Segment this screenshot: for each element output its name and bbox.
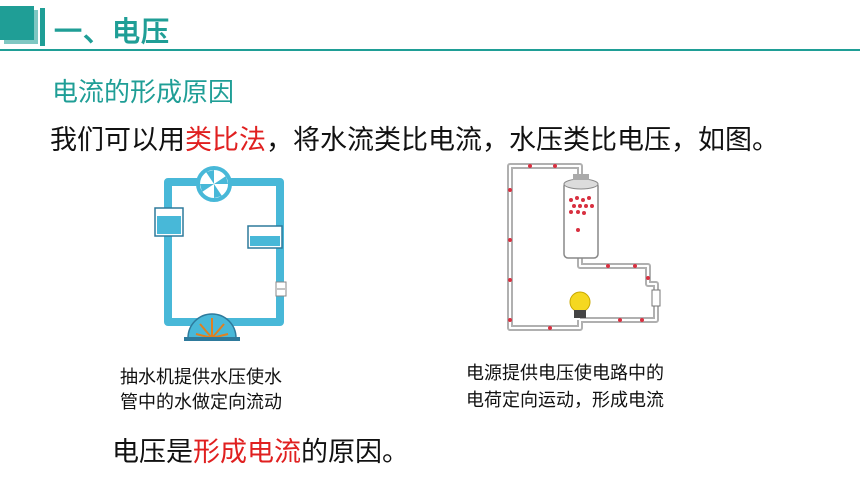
logo-square-front	[0, 6, 34, 40]
charges-on-wires	[508, 164, 650, 330]
intro-highlight: 类比法	[185, 125, 266, 156]
conclusion-text-1: 电压是	[112, 437, 193, 468]
intro-sentence: 我们可以用类比法，将水流类比电流，水压类比电压，如图。	[50, 118, 779, 157]
charges-in-source	[569, 196, 594, 232]
title-accent-bar	[40, 8, 45, 46]
header-divider	[0, 49, 860, 51]
water-circuit-diagram	[154, 166, 287, 341]
section-subtitle: 电流的形成原因	[52, 78, 235, 108]
conclusion-highlight: 形成电流	[193, 437, 301, 468]
page-title: 一、电压	[54, 15, 171, 48]
turbine-icon	[196, 166, 232, 202]
pump-icon	[184, 313, 240, 341]
conclusion-text-2: 的原因。	[301, 437, 409, 468]
switch-icon	[651, 289, 661, 307]
valve-icon	[275, 281, 287, 297]
conclusion-sentence: 电压是形成电流的原因。	[112, 430, 409, 469]
water-diagram-caption: 抽水机提供水压使水 管中的水做定向流动	[120, 367, 282, 413]
electric-circuit-diagram	[507, 163, 661, 331]
water-pipes	[164, 178, 284, 326]
intro-text-1: 我们可以用	[50, 125, 185, 156]
intro-text-2: ，将水流类比电流，水压类比电压，如图。	[266, 125, 779, 156]
power-source-icon	[563, 174, 599, 259]
light-bulb-icon	[569, 291, 591, 318]
circuit-diagram-caption: 电源提供电压使电路中的 电荷定向运动，形成电流	[466, 363, 664, 411]
